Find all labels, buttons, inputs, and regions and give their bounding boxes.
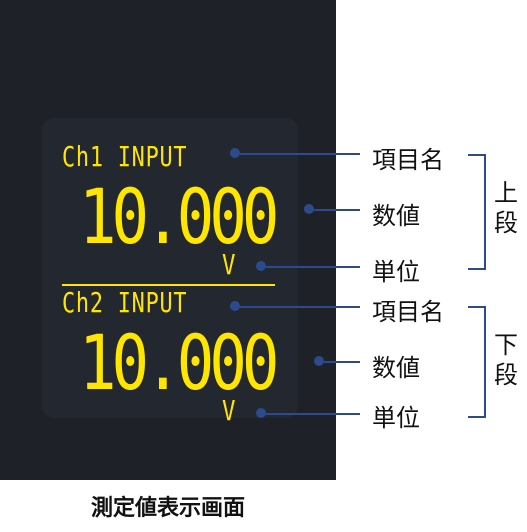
section-divider bbox=[62, 284, 275, 286]
lower-unit-line bbox=[266, 413, 360, 415]
display-screen bbox=[42, 118, 298, 418]
upper-unit-dot bbox=[256, 261, 266, 271]
upper-value-dot bbox=[304, 204, 314, 214]
lower-value-dot bbox=[314, 356, 324, 366]
lower-unit: V bbox=[222, 394, 236, 427]
lower-group-label: 下 段 bbox=[492, 330, 520, 390]
lower-bracket bbox=[468, 306, 486, 418]
upper-value-line bbox=[314, 209, 360, 211]
lower-group-char-1: 下 bbox=[494, 331, 518, 359]
upper-group-char-2: 段 bbox=[494, 209, 518, 237]
figure-caption: 測定値表示画面 bbox=[90, 496, 245, 521]
lower-unit-annotation: 単位 bbox=[372, 404, 420, 432]
lower-item-dot bbox=[230, 301, 240, 311]
upper-item-name: Ch1 INPUT bbox=[62, 140, 188, 173]
upper-bracket bbox=[468, 154, 486, 270]
upper-item-dot bbox=[230, 148, 240, 158]
lower-item-annotation: 項目名 bbox=[372, 298, 444, 326]
upper-value-annotation: 数値 bbox=[372, 202, 420, 230]
upper-group-char-1: 上 bbox=[494, 179, 518, 207]
lower-value: 10.000 bbox=[79, 318, 280, 407]
lower-value-annotation: 数値 bbox=[372, 354, 420, 382]
lower-unit-dot bbox=[256, 408, 266, 418]
upper-item-line bbox=[240, 153, 360, 155]
lower-item-name: Ch2 INPUT bbox=[62, 286, 188, 319]
lower-group-char-2: 段 bbox=[494, 361, 518, 389]
upper-unit-line bbox=[266, 266, 360, 268]
upper-group-label: 上 段 bbox=[492, 178, 520, 238]
upper-unit: V bbox=[222, 248, 236, 281]
lower-value-line bbox=[324, 361, 360, 363]
upper-item-annotation: 項目名 bbox=[372, 146, 444, 174]
lower-item-line bbox=[240, 306, 360, 308]
upper-value: 10.000 bbox=[79, 172, 280, 261]
upper-unit-annotation: 単位 bbox=[372, 258, 420, 286]
